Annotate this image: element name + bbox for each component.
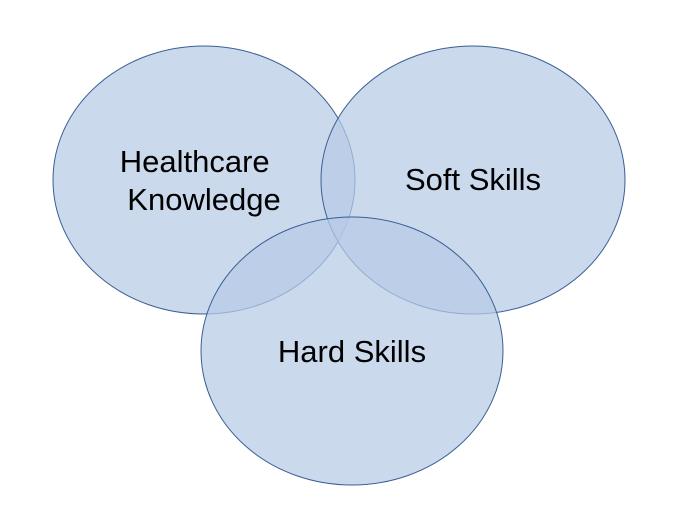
- soft-skills-label: Soft Skills: [405, 162, 541, 197]
- labels-layer: Healthcare Knowledge Soft Skills Hard Sk…: [120, 144, 541, 369]
- circles-layer: [52, 45, 626, 486]
- healthcare-label-line-1: Healthcare: [120, 144, 270, 179]
- hard-skills-circle: [200, 216, 504, 486]
- healthcare-label-line-2: Knowledge: [127, 182, 280, 217]
- healthcare-knowledge-label: Healthcare Knowledge: [120, 144, 281, 217]
- hard-skills-label: Hard Skills: [278, 334, 426, 369]
